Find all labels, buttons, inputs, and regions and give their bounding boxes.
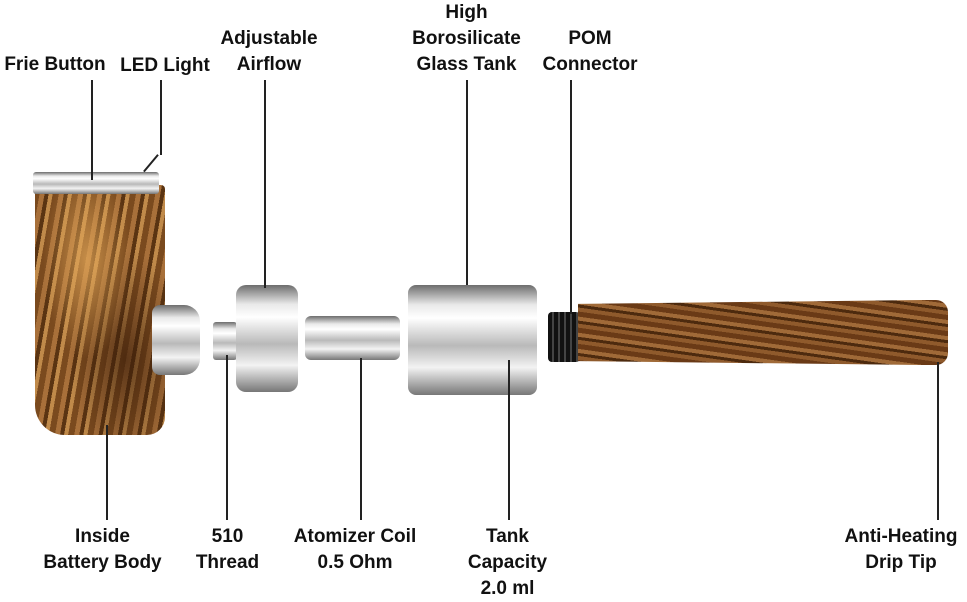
label-line: 0.5 Ohm	[317, 552, 393, 573]
label-line: 2.0 ml	[480, 578, 535, 599]
label-line: Airflow	[236, 54, 302, 75]
label-thread: 510 Thread	[185, 524, 270, 576]
label-line: Atomizer Coil	[293, 526, 417, 547]
label-led-light: LED Light	[120, 55, 210, 76]
label-fire-button: Frie Button	[4, 54, 106, 75]
fire-button-part	[152, 305, 200, 375]
label-line: POM	[568, 28, 612, 49]
label-atomizer-coil: Atomizer Coil 0.5 Ohm	[282, 524, 428, 576]
label-line: Anti-Heating	[844, 526, 958, 547]
label-tank-capacity: Tank Capacity 2.0 ml	[455, 524, 560, 602]
label-line: Inside	[75, 526, 130, 547]
pom-connector-part	[548, 312, 580, 362]
label-line: Drip Tip	[865, 552, 937, 573]
label-line: High	[445, 2, 488, 23]
label-line: 510	[211, 526, 244, 547]
label-airflow: Adjustable Airflow	[210, 26, 328, 78]
label-line: Capacity	[467, 552, 548, 573]
label-drip-tip: Anti-Heating Drip Tip	[832, 524, 967, 576]
label-glass-tank: High Borosilicate Glass Tank	[400, 0, 533, 78]
label-line: Connector	[542, 54, 638, 75]
battery-top-cap	[33, 172, 159, 194]
label-line: Thread	[195, 552, 260, 573]
label-battery-body: Inside Battery Body	[30, 524, 175, 576]
drip-tip-part	[578, 300, 948, 365]
label-line: Battery Body	[43, 552, 162, 573]
label-line: Borosilicate	[412, 28, 521, 49]
glass-tank-part	[408, 285, 537, 395]
label-pom-connector: POM Connector	[535, 26, 645, 78]
atomizer-coil-part	[305, 316, 400, 360]
label-line: Tank	[486, 526, 529, 547]
label-line: Adjustable	[220, 28, 318, 49]
battery-body	[35, 185, 165, 435]
label-line: Glass Tank	[416, 54, 517, 75]
thread-part	[213, 322, 237, 360]
airflow-ring-part	[236, 285, 298, 392]
